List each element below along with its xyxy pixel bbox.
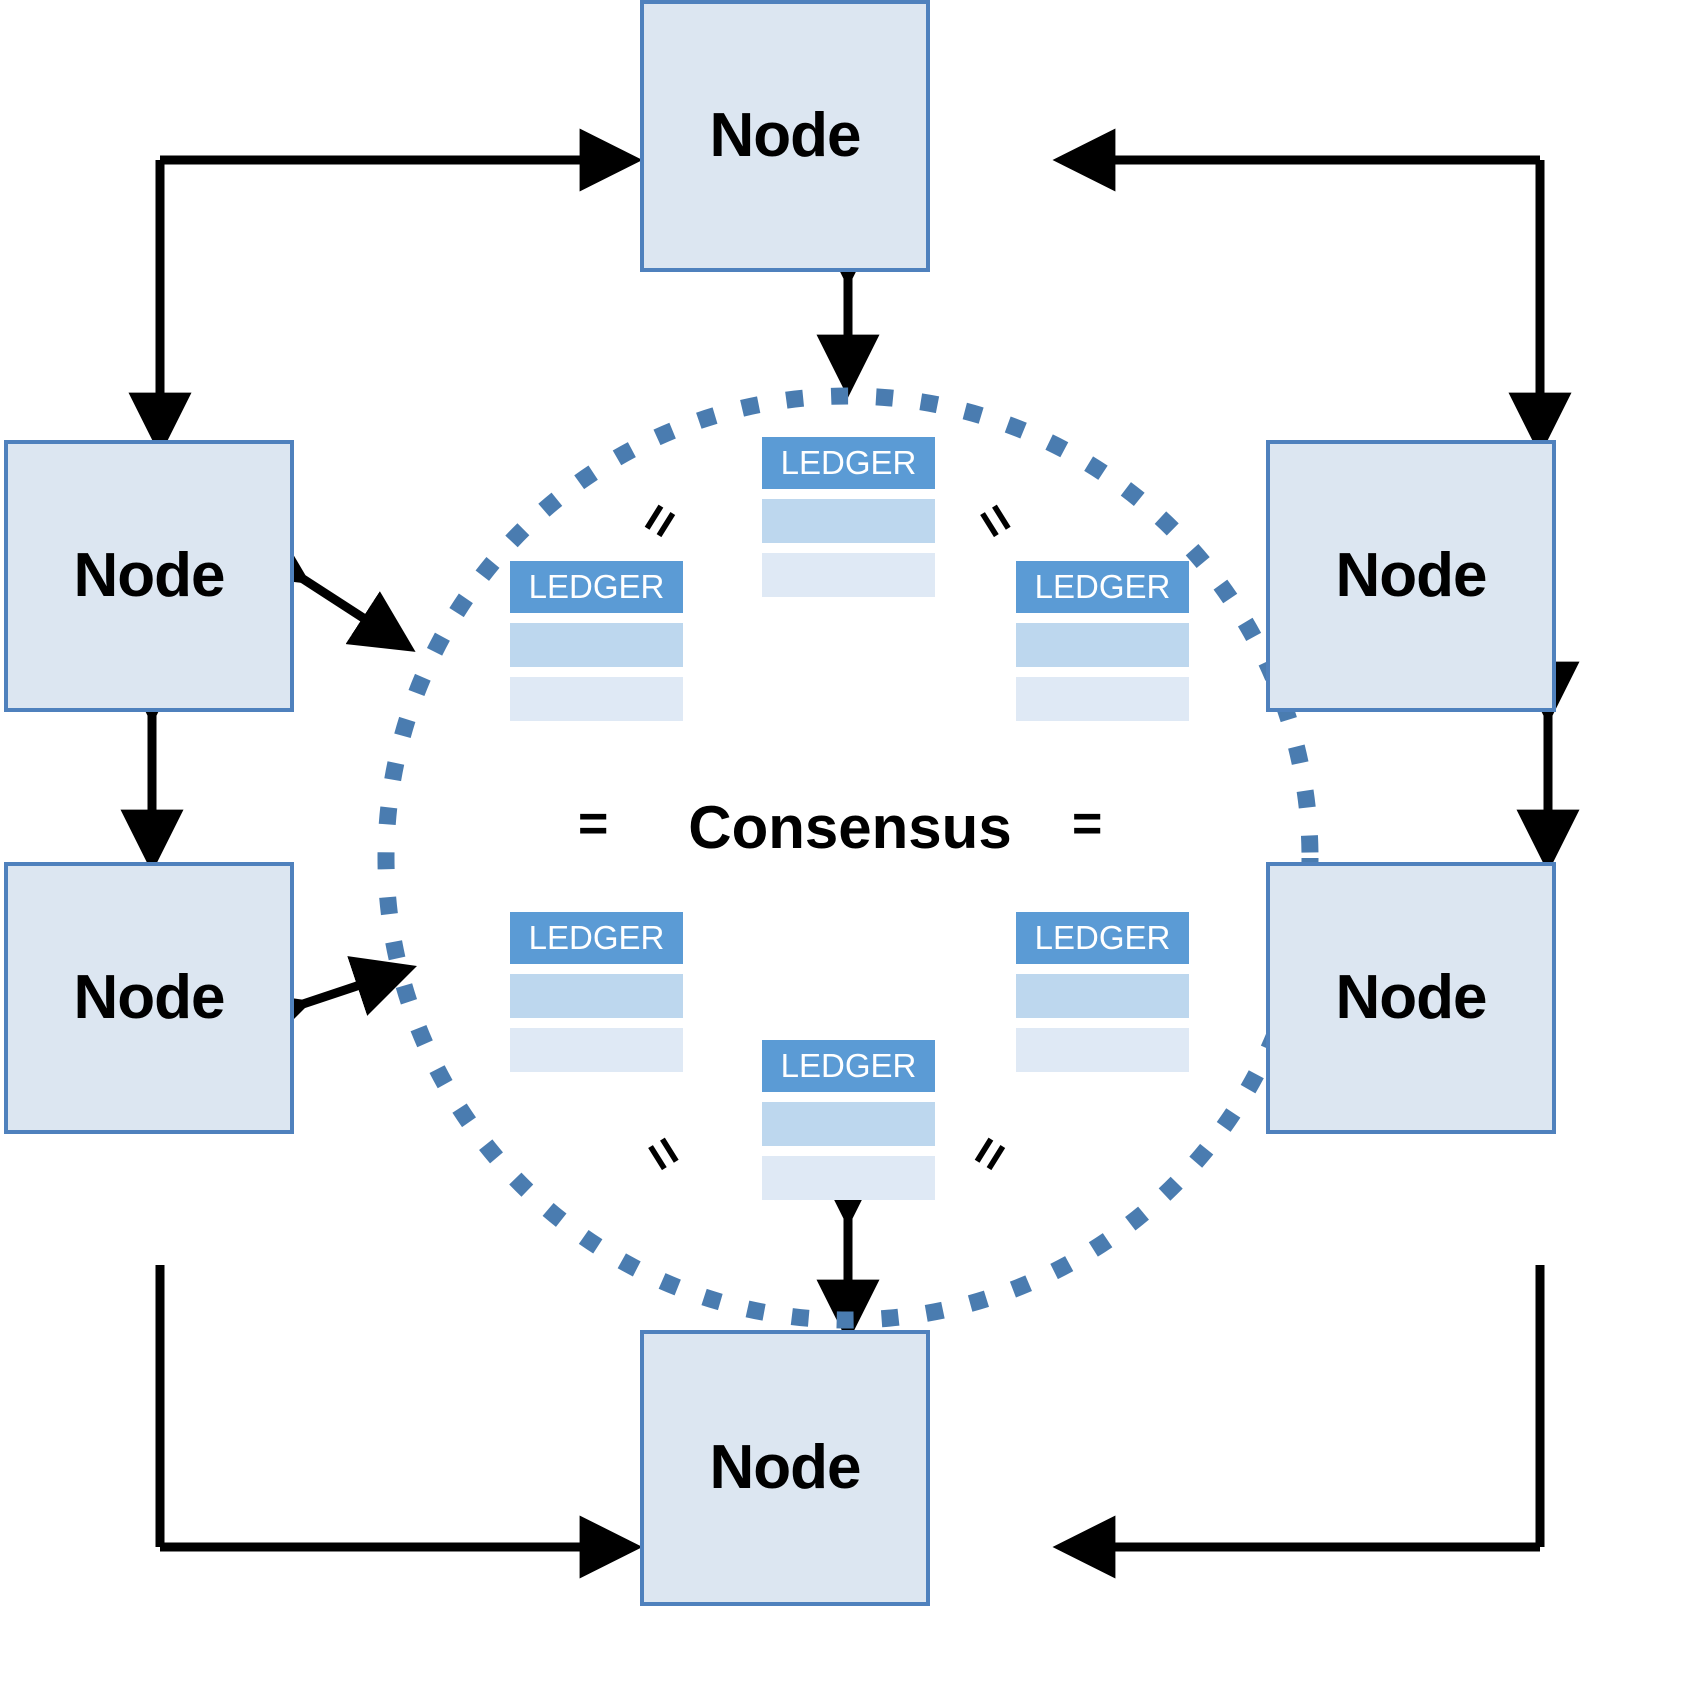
connector-leftlower-node-to-circle xyxy=(242,956,417,1051)
ledger-right-upper[interactable]: LEDGER xyxy=(1016,561,1189,721)
node-top[interactable]: Node xyxy=(640,0,930,272)
ledger-left-upper[interactable]: LEDGER xyxy=(510,561,683,721)
ledger-left-upper-header: LEDGER xyxy=(510,561,683,613)
ledger-right-upper-band-mid xyxy=(1016,623,1189,667)
ledger-right-upper-header: LEDGER xyxy=(1016,561,1189,613)
eq-mid-left: = xyxy=(578,795,609,853)
node-right-upper[interactable]: Node xyxy=(1266,440,1556,712)
consensus-label: Consensus xyxy=(688,794,1012,861)
eq-mid-right: = xyxy=(1072,795,1103,853)
ledger-top-band-low xyxy=(762,553,935,597)
ledger-left-upper-band-low xyxy=(510,677,683,721)
node-left-upper-label: Node xyxy=(73,541,226,610)
ledger-left-lower[interactable]: LEDGER xyxy=(510,912,683,1072)
ledger-right-lower-band-mid xyxy=(1016,974,1189,1018)
ledger-bottom-band-low xyxy=(762,1156,935,1200)
ledger-left-lower-band-low xyxy=(510,1028,683,1072)
connector-leftupper-node-to-circle xyxy=(240,523,416,652)
ledger-top[interactable]: LEDGER xyxy=(762,437,935,597)
node-right-lower-label: Node xyxy=(1335,963,1488,1032)
node-left-lower-label: Node xyxy=(73,963,226,1032)
ledger-top-header: LEDGER xyxy=(762,437,935,489)
node-right-lower[interactable]: Node xyxy=(1266,862,1556,1134)
node-left-upper[interactable]: Node xyxy=(4,440,294,712)
ledger-right-upper-band-low xyxy=(1016,677,1189,721)
node-top-label: Node xyxy=(709,101,862,170)
ledger-left-upper-band-mid xyxy=(510,623,683,667)
ledger-bottom[interactable]: LEDGER xyxy=(762,1040,935,1200)
node-right-upper-label: Node xyxy=(1335,541,1488,610)
node-left-lower[interactable]: Node xyxy=(4,862,294,1134)
node-bottom[interactable]: Node xyxy=(640,1330,930,1606)
consensus-circle xyxy=(377,387,1319,1329)
ledger-left-lower-header: LEDGER xyxy=(510,912,683,964)
node-bottom-label: Node xyxy=(709,1433,862,1502)
ledger-bottom-header: LEDGER xyxy=(762,1040,935,1092)
ledger-right-lower[interactable]: LEDGER xyxy=(1016,912,1189,1072)
ledger-right-lower-header: LEDGER xyxy=(1016,912,1189,964)
ledger-bottom-band-mid xyxy=(762,1102,935,1146)
ledger-right-lower-band-low xyxy=(1016,1028,1189,1072)
ledger-top-band-mid xyxy=(762,499,935,543)
ledger-left-lower-band-mid xyxy=(510,974,683,1018)
